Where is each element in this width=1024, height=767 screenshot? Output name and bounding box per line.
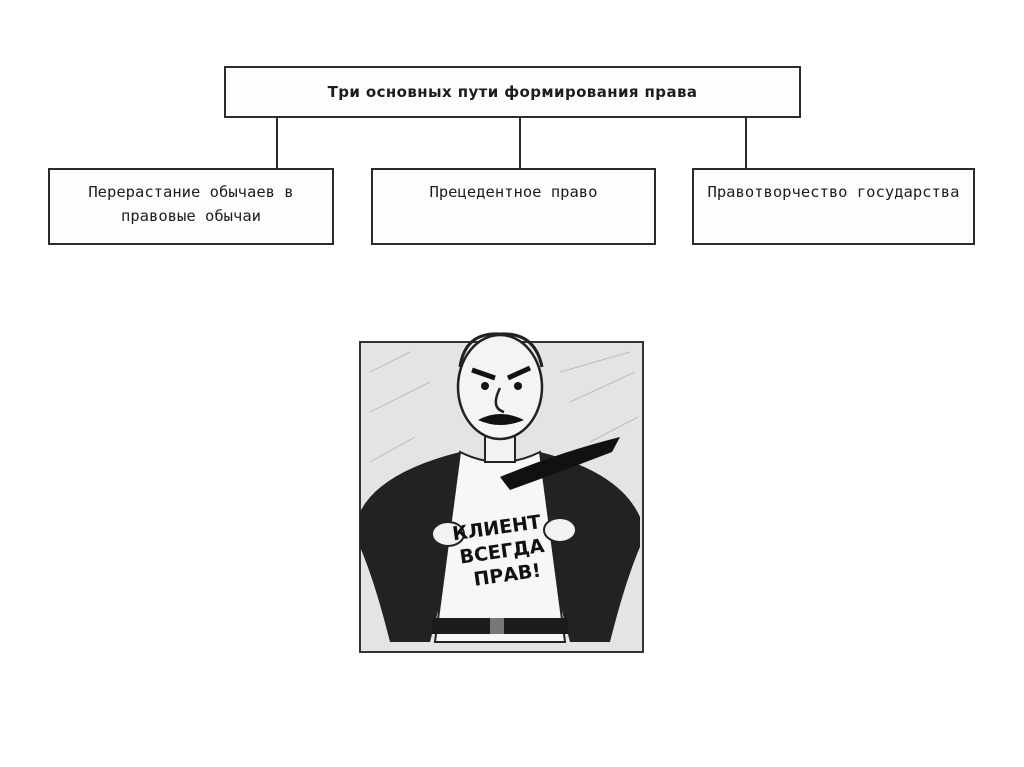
node-precedent-label: Прецедентное право xyxy=(430,183,598,201)
node-lawmaking: Правотворчество государства xyxy=(692,168,975,245)
node-customs: Перерастание обычаев в правовые обычаи xyxy=(48,168,334,245)
diagram-title-box: Три основных пути формирования права xyxy=(224,66,801,118)
node-precedent: Прецедентное право xyxy=(371,168,656,245)
node-lawmaking-label: Правотворчество государства xyxy=(708,183,960,201)
cartoon-eye-right xyxy=(514,382,522,390)
cartoon-eye-left xyxy=(481,382,489,390)
cartoon-belt-buckle xyxy=(490,618,504,634)
cartoon-hand-right xyxy=(544,518,576,542)
cartoon-illustration: КЛИЕНТ ВСЕГДА ПРАВ! xyxy=(320,312,665,657)
node-customs-label: Перерастание обычаев в правовые обычаи xyxy=(88,183,293,225)
diagram-title: Три основных пути формирования права xyxy=(328,83,698,101)
